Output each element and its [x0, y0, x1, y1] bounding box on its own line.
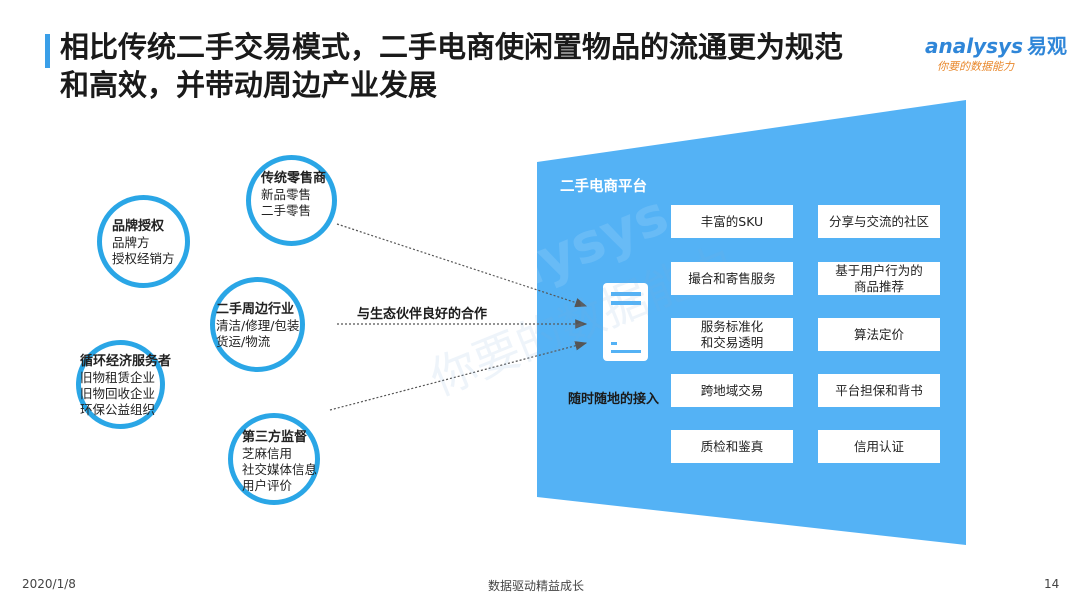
circle-brand-item: 授权经销方 — [112, 251, 175, 266]
circle-brand-title: 品牌授权 — [112, 219, 165, 234]
footer-date: 2020/1/8 — [22, 577, 76, 591]
circle-retail-title: 传统零售商 — [261, 171, 327, 186]
circle-peripheral-text: 二手周边行业 清洁/修理/包装 货运/物流 — [216, 302, 299, 350]
circle-thirdparty — [228, 413, 320, 505]
feature-box: 分享与交流的社区 — [818, 205, 940, 238]
circle-peripheral-title: 二手周边行业 — [216, 302, 295, 317]
title-accent-bar — [45, 34, 50, 68]
circle-circular — [76, 340, 165, 429]
footer-center: 数据驱动精益成长 — [488, 579, 585, 593]
platform-title: 二手电商平台 — [560, 179, 647, 195]
feature-box: 撮合和寄售服务 — [671, 262, 793, 295]
logo-brand-cn: 易观 — [1026, 34, 1067, 58]
page-title-line1: 相比传统二手交易模式，二手电商使闲置物品的流通更为规范 — [60, 30, 844, 64]
logo-brand: analysys — [925, 34, 1023, 58]
feature-box: 质检和鉴真 — [671, 430, 793, 463]
page-title-line2: 和高效，并带动周边产业发展 — [60, 68, 438, 102]
circle-peripheral-item: 货运/物流 — [216, 334, 271, 349]
circle-brand-item: 品牌方 — [112, 235, 150, 250]
feature-box: 基于用户行为的 商品推荐 — [818, 262, 940, 295]
circle-thirdparty-text: 第三方监督 芝麻信用 社交媒体信息 用户评价 — [242, 430, 317, 494]
page-number: 14 — [1044, 577, 1060, 591]
circle-brand-text: 品牌授权 品牌方 授权经销方 — [112, 219, 175, 267]
access-label: 随时随地的接入 — [568, 392, 660, 407]
circle-circular-item: 环保公益组织 — [80, 402, 156, 417]
arrow-from-thirdparty — [329, 341, 588, 411]
circle-thirdparty-item: 用户评价 — [242, 478, 293, 493]
feature-box: 平台担保和背书 — [818, 374, 940, 407]
circle-circular-item: 旧物租赁企业 — [80, 370, 156, 385]
circle-circular-item: 旧物回收企业 — [80, 386, 156, 401]
phone-icon — [603, 283, 648, 361]
circle-thirdparty-item: 芝麻信用 — [242, 446, 293, 461]
circle-circular-title: 循环经济服务者 — [80, 354, 172, 369]
feature-box: 跨地域交易 — [671, 374, 793, 407]
circle-retail-text: 传统零售商 新品零售 二手零售 — [261, 171, 326, 219]
circle-thirdparty-title: 第三方监督 — [242, 430, 308, 445]
partner-label: 与生态伙伴良好的合作 — [357, 307, 488, 322]
feature-box: 丰富的SKU — [671, 205, 793, 238]
circle-retail-item: 新品零售 — [261, 187, 312, 202]
logo-slogan: 你要的数据能力 — [937, 60, 1014, 73]
circle-thirdparty-item: 社交媒体信息 — [242, 462, 318, 477]
circle-retail-item: 二手零售 — [261, 203, 312, 218]
circle-peripheral-item: 清洁/修理/包装 — [216, 318, 300, 333]
feature-box: 信用认证 — [818, 430, 940, 463]
circle-retail — [246, 155, 337, 246]
circle-circular-text: 循环经济服务者 旧物租赁企业 旧物回收企业 环保公益组织 — [80, 354, 171, 418]
page-title: 相比传统二手交易模式，二手电商使闲置物品的流通更为规范 和高效，并带动周边产业发… — [60, 28, 920, 104]
feature-box: 算法定价 — [818, 318, 940, 351]
circle-peripheral — [210, 277, 305, 372]
feature-box: 服务标准化 和交易透明 — [671, 318, 793, 351]
circle-brand — [97, 195, 190, 288]
